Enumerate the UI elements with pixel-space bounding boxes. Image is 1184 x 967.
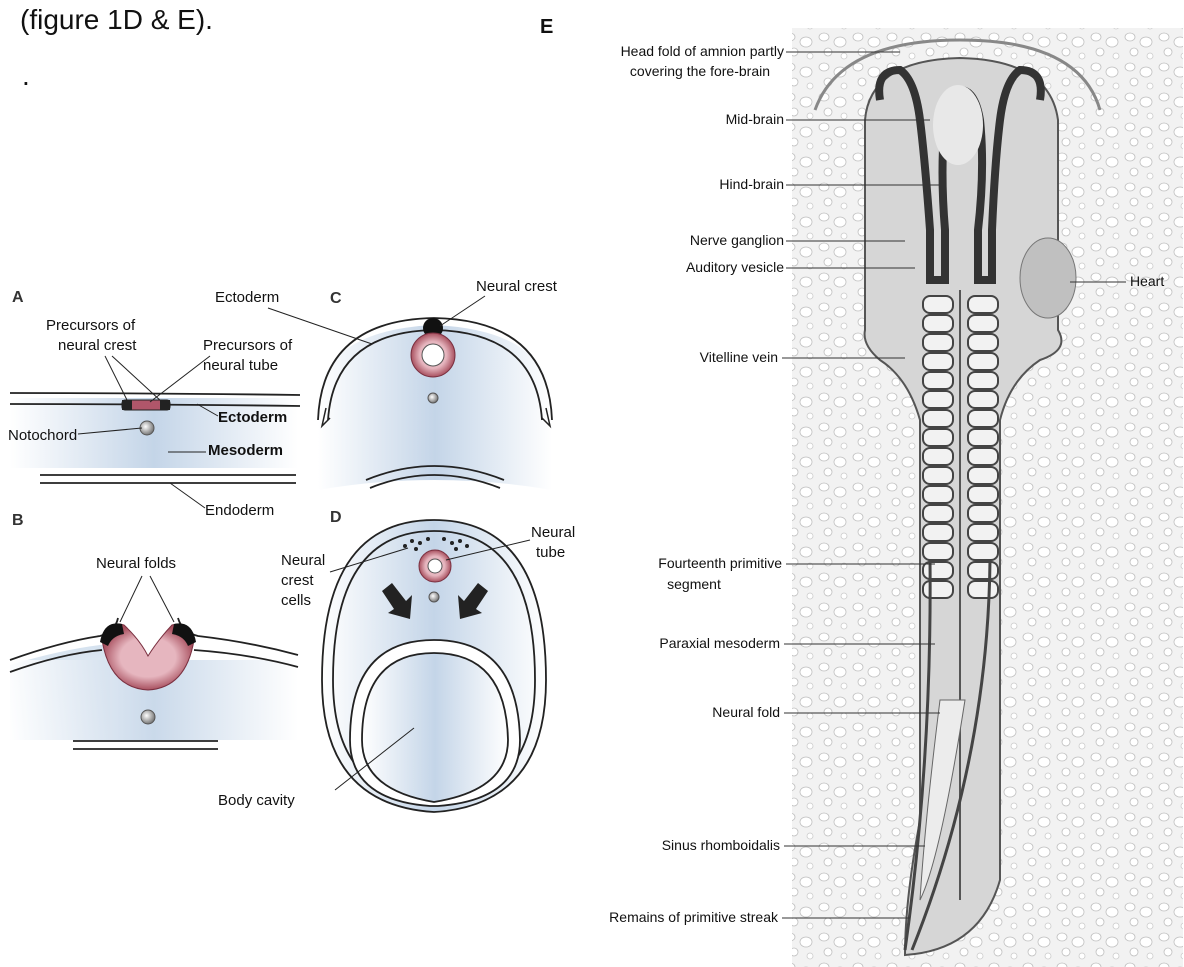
somite (923, 296, 953, 313)
somite (968, 467, 998, 484)
somite (923, 334, 953, 351)
somite (968, 429, 998, 446)
panel-d-neural-lumen (428, 559, 442, 573)
somite (968, 486, 998, 503)
label-precursors-tube-1: Precursors of (203, 337, 293, 354)
label-head-fold-1: Head fold of amnion partly (621, 43, 784, 59)
heart-shape (1020, 238, 1076, 318)
panel-b: B Neural folds (10, 512, 298, 749)
somite (968, 448, 998, 465)
label-vitelline-vein: Vitelline vein (700, 349, 778, 365)
somite (923, 581, 953, 598)
leader-neural-folds-right (150, 576, 174, 622)
somite (968, 391, 998, 408)
label-precursors-crest-1: Precursors of (46, 317, 136, 334)
label-remains-streak: Remains of primitive streak (609, 909, 779, 925)
somite (968, 524, 998, 541)
label-neural-fold: Neural fold (712, 704, 780, 720)
label-mesoderm: Mesoderm (208, 442, 283, 459)
leader-endoderm (170, 483, 205, 508)
label-fourteenth-2: segment (667, 576, 721, 592)
label-hind-brain: Hind-brain (719, 176, 784, 192)
somite (923, 524, 953, 541)
label-neural-crest-cells-2: crest (281, 572, 314, 589)
label-neural-crest-cells-3: cells (281, 592, 311, 609)
leader-neural-crest (440, 296, 485, 326)
leader-neural-folds-left (120, 576, 142, 622)
label-precursors-tube-2: neural tube (203, 357, 278, 374)
label-neural-crest-cells-1: Neural (281, 552, 325, 569)
panel-a-ectoderm-upper (10, 393, 300, 395)
panel-b-letter: B (12, 512, 24, 529)
panel-a: A Precursors of neural crest Precursors … (8, 289, 300, 519)
panel-e: E Head fold of amnion partly covering th… (540, 16, 1183, 967)
label-ectoderm-c: Ectoderm (215, 289, 279, 306)
somite (968, 353, 998, 370)
label-neural-tube-1: Neural (531, 524, 575, 541)
panel-c-notochord (428, 393, 438, 403)
label-paraxial-mesoderm: Paraxial mesoderm (659, 635, 780, 651)
label-heart: Heart (1130, 273, 1164, 289)
somite (968, 562, 998, 579)
panel-a-crest-left (122, 400, 132, 410)
leader-precursors-tube (150, 356, 210, 402)
label-precursors-crest-2: neural crest (58, 337, 137, 354)
panel-d-letter: D (330, 509, 342, 526)
label-nerve-ganglion: Nerve ganglion (690, 232, 784, 248)
somite (923, 391, 953, 408)
panel-a-letter: A (12, 289, 24, 306)
leader-precursors-crest-a (105, 356, 128, 402)
mid-brain-vesicle (933, 85, 983, 165)
somite (923, 410, 953, 427)
label-ectoderm-bold: Ectoderm (218, 409, 287, 426)
label-endoderm: Endoderm (205, 502, 274, 519)
label-body-cavity: Body cavity (218, 792, 295, 809)
somite (968, 296, 998, 313)
panel-d-notochord (429, 592, 439, 602)
somite (923, 429, 953, 446)
somite (968, 372, 998, 389)
label-head-fold-2: covering the fore-brain (630, 63, 770, 79)
label-sinus-rhomboidalis: Sinus rhomboidalis (662, 837, 780, 853)
somite (968, 581, 998, 598)
somite (923, 448, 953, 465)
label-mid-brain: Mid-brain (726, 111, 784, 127)
somite (923, 315, 953, 332)
label-neural-tube-2: tube (536, 544, 565, 561)
somite (923, 353, 953, 370)
somite (923, 505, 953, 522)
panel-d-cavity-inner (362, 653, 508, 802)
somite (923, 467, 953, 484)
leader-precursors-crest-b (112, 356, 162, 402)
panel-b-notochord (141, 710, 155, 724)
somite (968, 410, 998, 427)
label-auditory-vesicle: Auditory vesicle (686, 259, 784, 275)
label-neural-crest: Neural crest (476, 278, 558, 295)
panel-a-notochord (140, 421, 154, 435)
label-notochord: Notochord (8, 427, 77, 444)
panel-e-letter: E (540, 16, 553, 38)
somite (968, 334, 998, 351)
somite (968, 315, 998, 332)
label-fourteenth-1: Fourteenth primitive (658, 555, 782, 571)
somite (923, 372, 953, 389)
somite (923, 543, 953, 560)
panel-c-letter: C (330, 290, 342, 307)
somite (968, 505, 998, 522)
panel-c-neural-lumen (422, 344, 444, 366)
somite (968, 543, 998, 560)
label-neural-folds: Neural folds (96, 555, 176, 572)
somite (923, 486, 953, 503)
somite (923, 562, 953, 579)
